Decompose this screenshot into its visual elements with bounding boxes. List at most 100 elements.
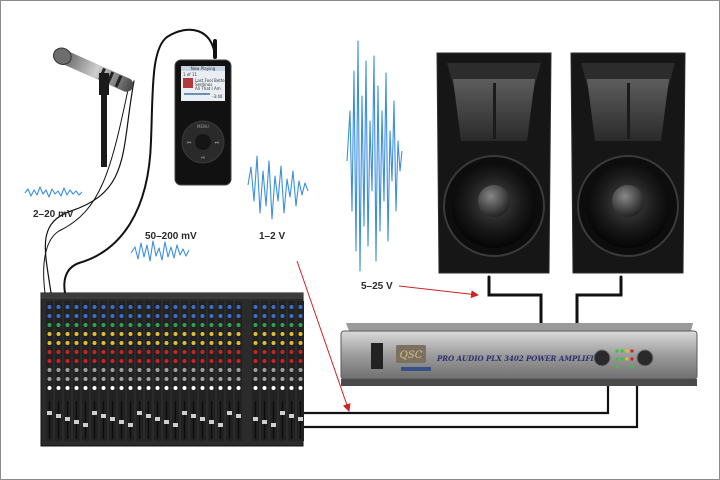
channel-knob [262,332,267,336]
fader-cap [83,423,88,427]
channel-knob [253,350,258,354]
signal-arrows [296,260,479,412]
channel-knob [209,350,214,354]
channel-knob [298,359,303,363]
menu-label: MENU [197,124,209,129]
channel-knob [137,377,142,381]
next-icon: ⏭ [215,140,220,146]
channel-knob [298,341,303,345]
channel-knob [164,377,169,381]
fader-slot [290,401,293,439]
fader-cap [119,420,124,424]
channel-knob [155,359,160,363]
channel-knob [280,341,285,345]
channel-knob [236,359,241,363]
channel-knob [110,377,115,381]
arrow-mixer-to-amp [296,260,351,412]
channel-knob [182,386,187,390]
channel-knob [155,350,160,354]
channel-knob [173,359,178,363]
channel-knob [173,323,178,327]
channel-knob [74,323,79,327]
channel-knob [271,323,276,327]
channel-knob [182,350,187,354]
channel-knob [191,386,196,390]
channel-knob [74,377,79,381]
arrow-amp-to-speakers [398,285,479,299]
channel-knob [128,305,133,309]
channel-knob [182,368,187,372]
ipod-song: Last Fool Better [195,78,227,83]
channel-knob [146,359,151,363]
channel-knob [173,368,178,372]
channel-knob [56,332,61,336]
microphone-cable [44,80,135,294]
channel-knob [110,359,115,363]
channel-knob [271,359,276,363]
channel-knob [289,377,294,381]
channel-knob [47,377,52,381]
fader-cap [236,414,241,418]
channel-knob [56,314,61,318]
channel-knob [227,386,232,390]
channel-knob [173,332,178,336]
channel-knob [56,305,61,309]
channel-knob [280,368,285,372]
channel-knob [83,350,88,354]
channel-knob [47,305,52,309]
channel-knob [289,323,294,327]
channel-knob [173,305,178,309]
channel-knob [92,314,97,318]
channel-knob [191,341,196,345]
channel-knob [146,377,151,381]
channel-knob [101,386,106,390]
channel-knob [164,350,169,354]
channel-knob [271,332,276,336]
channel-knob [236,305,241,309]
channel-knob [65,314,70,318]
channel-knob [83,386,88,390]
channel-knob [182,332,187,336]
channel-knob [146,314,151,318]
channel-knob [56,368,61,372]
channel-knob [119,341,124,345]
amp-to-speaker-left-cable [487,275,543,325]
fader-cap [298,417,303,421]
channel-knob [128,323,133,327]
channel-knob [209,377,214,381]
fader-slot [57,401,60,439]
channel-knob [298,305,303,309]
channel-knob [164,305,169,309]
channel-knob [271,305,276,309]
microphone [53,47,134,167]
channel-knob [128,350,133,354]
channel-knob [271,377,276,381]
microphone-stand [101,95,107,167]
channel-knob [298,386,303,390]
fader-cap [209,420,214,424]
channel-knob [253,314,258,318]
fader-slot [129,401,132,439]
channel-knob [218,359,223,363]
channel-knob [92,368,97,372]
channel-knob [182,305,187,309]
channel-knob [128,368,133,372]
channel-knob [280,332,285,336]
channel-knob [92,359,97,363]
fader-slot [281,401,284,439]
channel-knob [119,368,124,372]
play-pause-icon: ⏯ [201,155,205,161]
channel-knob [191,314,196,318]
channel-knob [137,341,142,345]
fader-cap [271,423,276,427]
channel-knob [200,323,205,327]
fader-cap [253,417,258,421]
fader-cap [137,411,142,415]
channel-knob [128,377,133,381]
channel-knob [227,368,232,372]
fader-slot [183,401,186,439]
ipod-cable [63,28,216,294]
amplifier: QSC PRO AUDIO PLX 3402 POWER AMPLIFIER [340,323,698,386]
channel-knob [146,341,151,345]
channel-knob [262,314,267,318]
